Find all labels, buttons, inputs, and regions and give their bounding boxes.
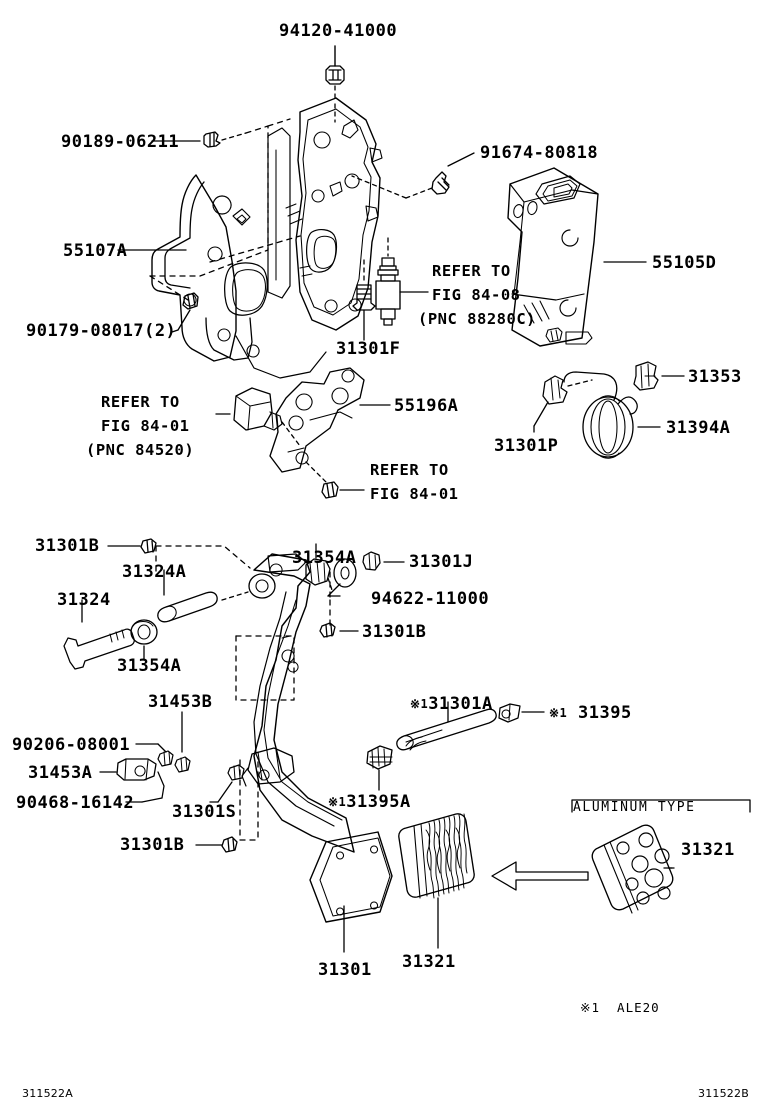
label-55105d: 55105D bbox=[652, 253, 717, 273]
label-aluminum-type: ALUMINUM TYPE bbox=[573, 800, 696, 815]
part-90189-06211-clip bbox=[151, 131, 247, 148]
refer-fig8408-line1: REFER TO bbox=[432, 262, 511, 280]
label-55107a: 55107A bbox=[63, 241, 128, 261]
label-31321-aluminum: 31321 bbox=[681, 840, 735, 860]
label-31301p: 31301P bbox=[494, 436, 559, 456]
part-31301b-top-nut bbox=[107, 538, 157, 554]
part-31324a-bushing bbox=[157, 569, 249, 623]
label-31301b-bottom: 31301B bbox=[120, 835, 185, 855]
leader-90468 bbox=[141, 797, 163, 803]
part-31301a-push-rod bbox=[396, 701, 497, 751]
label-31395: ※1 31395 bbox=[549, 703, 632, 723]
label-31353: 31353 bbox=[688, 367, 742, 387]
label-31324a: 31324A bbox=[122, 562, 187, 582]
label-90189-06211: 90189-06211 bbox=[61, 132, 180, 152]
footer-left-code: 311522A bbox=[22, 1087, 73, 1100]
label-90206-08001: 90206-08001 bbox=[12, 735, 131, 755]
part-31301p-clip bbox=[533, 375, 593, 433]
label-94622-11000: 94622-11000 bbox=[371, 589, 490, 609]
part-91674-80818-screw bbox=[351, 152, 475, 199]
label-31321-rubber: 31321 bbox=[402, 952, 456, 972]
label-31354a-left: 31354A bbox=[117, 656, 182, 676]
footer-right-code: 311522B bbox=[698, 1087, 749, 1100]
label-90179-08017: 90179-08017(2) bbox=[26, 321, 177, 341]
part-31301f-bolt bbox=[352, 259, 376, 341]
label-31354a-top: 31354A bbox=[292, 548, 357, 568]
footnote-ale20: ※1 ALE20 bbox=[580, 1000, 660, 1015]
label-94120-41000: 94120-41000 bbox=[279, 21, 398, 41]
label-31301s: 31301S bbox=[172, 802, 237, 822]
label-31453a: 31453A bbox=[28, 763, 93, 783]
part-94120-41000-nut bbox=[325, 45, 345, 123]
part-55107a-pedal-support bbox=[151, 97, 383, 379]
refer-fig8408-line3: (PNC 88280C) bbox=[418, 310, 536, 328]
label-91674-80818: 91674-80818 bbox=[480, 143, 599, 163]
part-31301s-nut bbox=[209, 764, 245, 803]
refer-fig8401-line3: (PNC 84520) bbox=[86, 441, 195, 459]
part-31354a-top-collar bbox=[305, 543, 333, 591]
part-84520-bolt bbox=[305, 461, 365, 499]
label-31301b-top: 31301B bbox=[35, 536, 100, 556]
label-90468-16142: 90468-16142 bbox=[16, 793, 135, 813]
part-31321-rubber-pad bbox=[398, 813, 475, 949]
part-31301-pedal-arm bbox=[241, 553, 393, 953]
part-55196a-bracket bbox=[269, 367, 365, 473]
part-31453b-pin bbox=[174, 711, 191, 773]
part-90468-16142-clip bbox=[125, 771, 165, 803]
part-90206-08001-bolt bbox=[135, 743, 174, 767]
part-55105d-cover bbox=[507, 167, 599, 347]
label-31301: 31301 bbox=[318, 960, 372, 980]
label-31301j: 31301J bbox=[409, 552, 474, 572]
part-31321-aluminum-pad bbox=[591, 824, 675, 914]
part-31354a-left-washer bbox=[130, 619, 158, 661]
part-90179-08017-bolt bbox=[171, 292, 199, 333]
label-31301f: 31301F bbox=[336, 339, 401, 359]
aluminum-type-bracket bbox=[571, 799, 751, 813]
label-31324: 31324 bbox=[57, 590, 111, 610]
part-31301b-bottom-nut bbox=[195, 836, 238, 853]
mark-1-icon: ※1 bbox=[410, 697, 429, 711]
label-55196a: 55196A bbox=[394, 396, 459, 416]
part-88280c-stop-lamp-switch bbox=[375, 237, 429, 326]
refer-fig8401b-line2: FIG 84-01 bbox=[370, 485, 459, 503]
part-31301b-right-nut bbox=[319, 622, 359, 638]
label-31395a: ※131395A bbox=[328, 792, 411, 812]
refer-fig8401b-line1: REFER TO bbox=[370, 461, 449, 479]
leader-31301s bbox=[217, 781, 233, 803]
part-31395-clip bbox=[498, 703, 545, 723]
part-31353-clip bbox=[633, 361, 659, 391]
part-31395a-clip bbox=[366, 745, 393, 791]
part-31394a-spring bbox=[563, 371, 638, 459]
label-31301b-right: 31301B bbox=[362, 622, 427, 642]
label-31301a: ※131301A bbox=[410, 694, 493, 714]
part-31453a-clevis bbox=[99, 758, 157, 781]
refer-fig8401-line1: REFER TO bbox=[101, 393, 180, 411]
leader-94622 bbox=[327, 583, 341, 597]
label-31394a: 31394A bbox=[666, 418, 731, 438]
label-31453b: 31453B bbox=[148, 692, 213, 712]
refer-fig8408-line2: FIG 84-08 bbox=[432, 286, 521, 304]
refer-fig8401-line2: FIG 84-01 bbox=[101, 417, 190, 435]
mark-1-icon: ※1 bbox=[328, 795, 347, 809]
transfer-arrow bbox=[491, 861, 589, 891]
part-94622-11000-washer bbox=[327, 558, 357, 597]
mark-1-icon: ※1 bbox=[549, 706, 568, 720]
part-31301j-nut bbox=[362, 551, 405, 571]
